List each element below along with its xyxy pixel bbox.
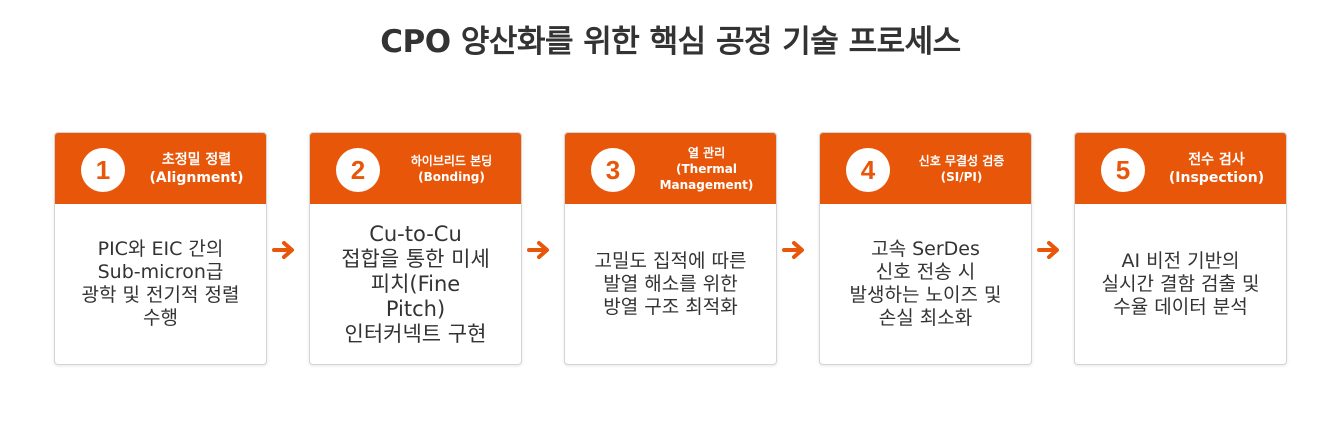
step-title-ko-4: 신호 무결성 검증 [918,153,1005,168]
arrow-right-icon [527,241,549,259]
step-header-1: 1 초정밀 정렬 (Alignment) [55,133,266,204]
step-title-5: 전수 검사 (Inspection) [1151,133,1282,204]
step-title-ko-2: 하이브리드 본딩 [410,153,493,168]
step-title-4: 신호 무결성 검증 (SI/PI) [896,133,1027,204]
step-number-3: 3 [591,148,635,192]
step-card-3: 3 열 관리 (Thermal Management) 고밀도 집적에 따른 발… [564,132,777,365]
step-title-ko-1: 초정밀 정렬 [161,151,232,168]
step-title-en-2: (Bonding) [418,169,485,184]
step-card-2: 2 하이브리드 본딩 (Bonding) Cu-to-Cu 접합을 통한 미세 … [309,132,522,365]
arrow-right-icon [272,241,294,259]
step-header-3: 3 열 관리 (Thermal Management) [565,133,776,204]
step-description-3: 고밀도 집적에 따른 발열 해소를 위한 방열 구조 최적화 [594,249,747,318]
step-number-5: 5 [1101,148,1145,192]
step-title-1: 초정밀 정렬 (Alignment) [131,133,262,204]
step-title-en-5: (Inspection) [1168,169,1265,186]
step-description-2: Cu-to-Cu 접합을 통한 미세 피치(Fine Pitch) 인터커넥트 … [341,221,490,346]
step-number-2: 2 [336,148,380,192]
step-description-5: AI 비전 기반의 실시간 결함 검출 및 수율 데이터 분석 [1101,249,1260,318]
step-title-ko-3: 열 관리 [687,145,726,160]
step-card-4: 4 신호 무결성 검증 (SI/PI) 고속 SerDes 신호 전송 시 발생… [819,132,1032,365]
step-title-2: 하이브리드 본딩 (Bonding) [386,133,517,204]
step-header-4: 4 신호 무결성 검증 (SI/PI) [820,133,1031,204]
step-title-ko-5: 전수 검사 [1188,151,1245,168]
step-header-5: 5 전수 검사 (Inspection) [1075,133,1286,204]
arrow-right-icon [782,241,804,259]
step-title-en-3: (Thermal Management) [659,161,754,192]
step-title-en-4: (SI/PI) [940,169,983,184]
step-card-5: 5 전수 검사 (Inspection) AI 비전 기반의 실시간 결함 검출… [1074,132,1287,365]
step-title-3: 열 관리 (Thermal Management) [641,133,772,204]
diagram-title: CPO 양산화를 위한 핵심 공정 기술 프로세스 [380,24,961,60]
step-title-en-1: (Alignment) [149,169,244,186]
step-description-1: PIC와 EIC 간의 Sub-micron급 광학 및 전기적 정렬 수행 [81,238,240,329]
step-description-4: 고속 SerDes 신호 전송 시 발생하는 노이즈 및 손실 최소화 [849,238,1002,329]
step-card-1: 1 초정밀 정렬 (Alignment) PIC와 EIC 간의 Sub-mic… [54,132,267,365]
step-header-2: 2 하이브리드 본딩 (Bonding) [310,133,521,204]
arrow-right-icon [1037,241,1059,259]
step-number-4: 4 [846,148,890,192]
step-number-1: 1 [81,148,125,192]
